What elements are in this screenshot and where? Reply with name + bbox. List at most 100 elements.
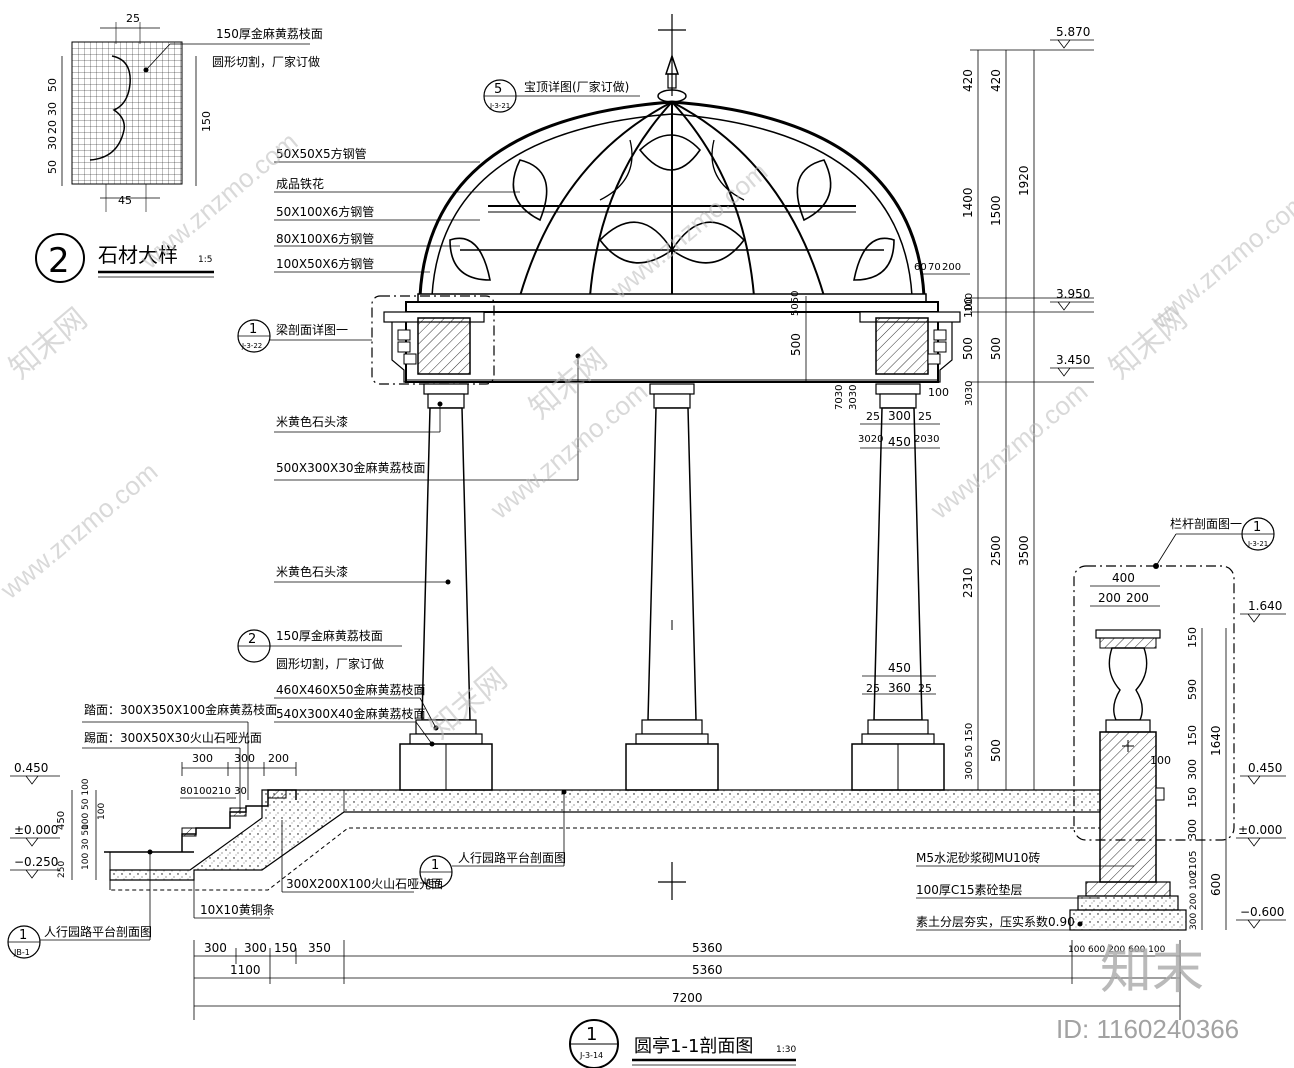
- stone-note-2: 圆形切割，厂家订做: [212, 54, 320, 69]
- base-note-3: 460X460X50金麻黄荔枝面: [276, 682, 426, 697]
- level-1640: 1.640: [1248, 599, 1282, 613]
- level-0450: 0.450: [1248, 761, 1282, 775]
- dim-25b: 25: [918, 410, 932, 423]
- left-vert-2: 100 50 100: [81, 778, 91, 830]
- dim-l1: 50: [46, 78, 59, 92]
- left-level-2: ±0.000: [14, 823, 58, 837]
- platform-bubble-1-num: 1: [19, 928, 27, 943]
- base-callout: 2 150厚金麻黄荔枝面 圆形切割，厂家订做 460X460X50金麻黄荔枝面 …: [237, 628, 439, 747]
- rail-v-2105: 2105: [1188, 851, 1199, 876]
- bottom-dims: 300 300 150 350 5360 1100 5360 7200 100 …: [193, 940, 1181, 1020]
- elevation-levels: 5.870 3.950 3.450 1.640 0.450 ±0.000 −0.…: [1050, 25, 1286, 929]
- bd-1100: 1100: [230, 963, 261, 977]
- bd-300b: 300: [244, 941, 267, 955]
- level-minus0600: −0.600: [1240, 905, 1284, 919]
- column-note-2: 500X300X30金麻黄荔枝面: [276, 460, 426, 475]
- rail-v-300a: 300: [1186, 759, 1199, 780]
- rail-note-2: 100厚C15素砼垫层: [916, 882, 1023, 897]
- rail-v-150a: 150: [1186, 627, 1199, 648]
- rv-c1-1400: 1400: [961, 187, 975, 218]
- dim-300-col: 300: [888, 409, 911, 423]
- beam-callout-num: 1: [249, 322, 257, 337]
- bd-5360a: 5360: [692, 941, 723, 955]
- level-0000: ±0.000: [1238, 823, 1282, 837]
- base-dim-25a: 25: [866, 682, 880, 695]
- dim-top: 25: [126, 12, 140, 25]
- rv-c2-500: 500: [989, 337, 1003, 360]
- level-5870: 5.870: [1056, 25, 1090, 39]
- beam-callout-ref: J-3-22: [241, 342, 262, 350]
- top-dim-60: 60: [914, 262, 927, 273]
- left-vert-4: 100 30 50: [81, 824, 91, 870]
- platform-note-1: 人行园路平台剖面图: [44, 924, 152, 939]
- dim-l2: 30: [46, 102, 59, 116]
- dome-label-1: 50X50X5方钢管: [276, 146, 367, 161]
- step-notes: 踏面：300X350X100金麻黄荔枝面 踢面：300X50X30火山石哑光面 …: [82, 702, 297, 814]
- rail-callout: 栏杆剖面图一 1 J-3-21: [1153, 516, 1275, 569]
- column-dims: 60 70 200 100 5050 500 7030 3030 25 300 …: [789, 262, 975, 695]
- dim-2030: 2030: [914, 434, 939, 445]
- dim-right: 150: [200, 111, 213, 132]
- ground-section: [104, 789, 1101, 891]
- dome-label-4: 80X100X6方钢管: [276, 231, 374, 246]
- bd-350: 350: [308, 941, 331, 955]
- right-vertical-dims: 420 1400 100 500 3030 2310 300 50 150 42…: [961, 49, 1094, 791]
- level-3450: 3.450: [1056, 353, 1090, 367]
- rail-callout-ref: J-3-21: [1247, 540, 1268, 548]
- platform-note-2: 人行园路平台剖面图: [458, 850, 566, 865]
- dim-3030: 3030: [848, 385, 859, 410]
- dome-label-3: 50X100X6方钢管: [276, 204, 374, 219]
- dim-7030: 7030: [834, 385, 845, 410]
- dim-l4: 30: [46, 136, 59, 150]
- rail-notes: M5水泥砂浆砌MU10砖 100厚C15素砼垫层 素土分层夯实，压实系数0.90: [916, 850, 1134, 931]
- step-note-2: 踢面：300X50X30火山石哑光面: [84, 731, 262, 745]
- main-title-ref: J-3-14: [579, 1051, 603, 1060]
- copper-note: 10X10黄铜条: [200, 902, 275, 917]
- beam: [371, 295, 961, 385]
- watermark-logo: 知末: [1100, 942, 1204, 1000]
- rv-c1-base: 300 50 150: [964, 723, 975, 780]
- finial-callout-num: 5: [494, 82, 502, 97]
- rail-v-150c: 150: [1186, 787, 1199, 808]
- left-levels: 0.450 ±0.000 −0.250 450 100 50 100 100 1…: [10, 761, 107, 880]
- main-title-scale: 1:30: [776, 1045, 796, 1055]
- dome-label-2: 成品铁花: [276, 176, 324, 191]
- rv-c1-420: 420: [961, 69, 975, 92]
- rail-v2-600: 600: [1209, 873, 1223, 896]
- watermark-url-4: www.znzmo.com: [604, 156, 773, 305]
- dim-3020: 3020: [858, 434, 883, 445]
- base-note-2: 圆形切割，厂家订做: [276, 656, 384, 671]
- rv-c1-500: 500: [961, 337, 975, 360]
- step-dim-small: 80100210 30: [180, 786, 247, 797]
- column-note-3: 米黄色石头漆: [276, 565, 348, 579]
- dim-l5: 50: [46, 160, 59, 174]
- stone-note: 300X200X100火山石哑光面: [286, 877, 443, 891]
- stone-note-1: 150厚金麻黄荔枝面: [216, 26, 323, 41]
- rv-c1-3030: 3030: [964, 381, 975, 406]
- rail-v2-1640: 1640: [1209, 725, 1223, 756]
- base-note-4: 540X300X40金麻黄荔枝面: [276, 706, 426, 721]
- dome-label-5: 100X50X6方钢管: [276, 256, 374, 271]
- rail-callout-text: 栏杆剖面图一: [1170, 516, 1242, 531]
- detail-bubble-num: 2: [48, 241, 70, 281]
- beam-callout: 1 J-3-22 梁剖面详图一: [237, 319, 372, 353]
- left-vert-3: 100: [97, 803, 107, 820]
- platform-bubble-1-ref: JB-1: [13, 948, 30, 957]
- rail-v-150b: 150: [1186, 725, 1199, 746]
- dim-100-cap: 100: [928, 386, 949, 399]
- platform-bubble-2-num: 1: [431, 858, 439, 873]
- rv-c2-2500: 2500: [989, 535, 1003, 566]
- step-note-1: 踏面：300X350X100金麻黄荔枝面: [84, 702, 277, 717]
- dome-labels: 50X50X5方钢管 成品铁花 50X100X6方钢管 80X100X6方钢管 …: [274, 146, 520, 273]
- bd-tail: 100 600 200 600 100: [1068, 945, 1166, 955]
- column-note-1: 米黄色石头漆: [276, 415, 348, 429]
- rail-v-590: 590: [1186, 679, 1199, 700]
- base-callout-num: 2: [248, 632, 256, 647]
- watermark-url-5: www.znzmo.com: [0, 456, 163, 605]
- watermark-id: ID: 1160240366: [1056, 1014, 1239, 1044]
- dim-500-beam: 500: [789, 333, 803, 356]
- main-title: 1 J-3-14 圆亭1-1剖面图 1:30: [569, 1019, 796, 1068]
- rv-c1-100: 100: [962, 297, 975, 318]
- lower-notes: 1 JB-1 人行园路平台剖面图 10X10黄铜条 300X200X100火山石…: [7, 789, 567, 959]
